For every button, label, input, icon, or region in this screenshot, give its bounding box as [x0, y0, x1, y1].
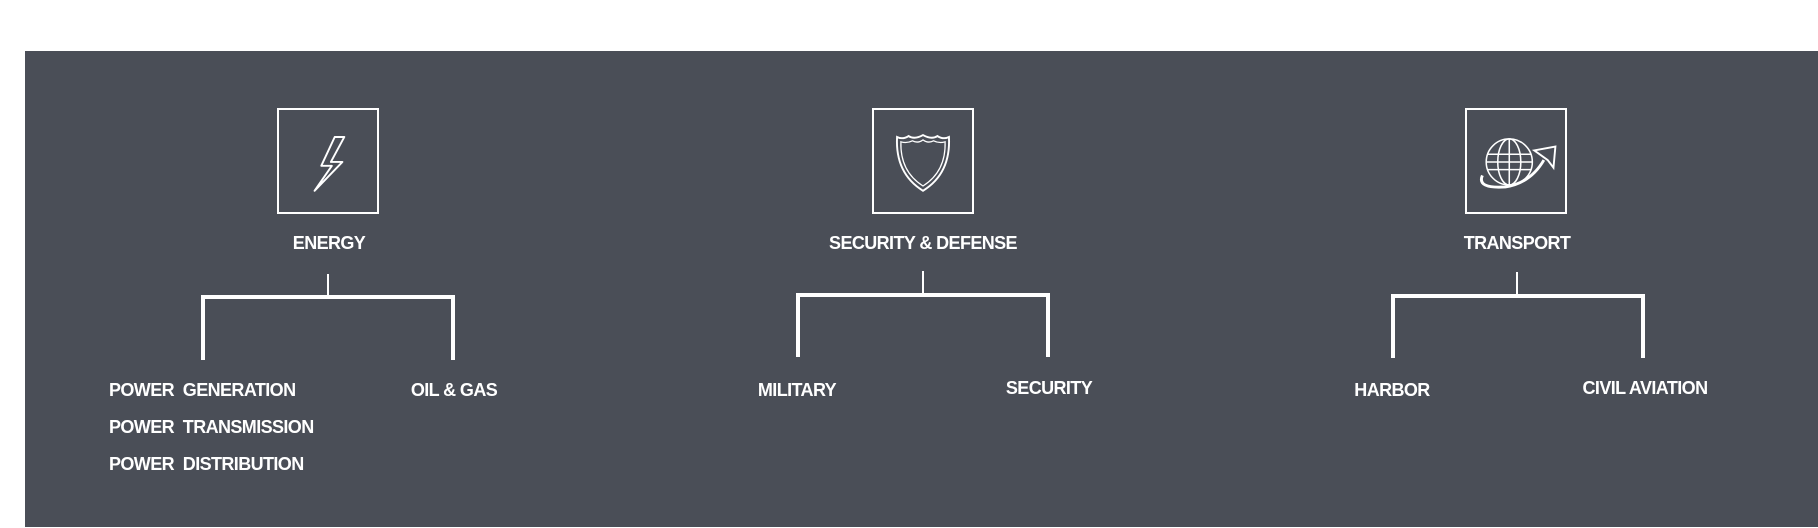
category-title-transport: TRANSPORT	[1463, 233, 1571, 253]
child-power-generation: POWER GENERATION	[109, 380, 296, 400]
connector-bar	[1391, 294, 1645, 298]
connector-stem	[327, 274, 329, 297]
shield-icon	[896, 133, 950, 192]
lightning-bolt-icon	[313, 136, 346, 192]
child-security: SECURITY	[1005, 378, 1093, 398]
child-oil-gas: OIL & GAS	[410, 380, 498, 400]
child-harbor: HARBOR	[1354, 380, 1430, 400]
globe-arrow-icon	[1480, 138, 1557, 189]
diagram-panel	[25, 51, 1818, 527]
connector-leg	[1046, 293, 1050, 357]
category-title-security-defense: SECURITY & DEFENSE	[829, 233, 1018, 253]
child-power-distribution: POWER DISTRIBUTION	[109, 454, 304, 474]
category-title-energy: ENERGY	[292, 233, 366, 253]
connector-bar	[201, 295, 455, 299]
connector-leg	[201, 295, 205, 360]
connector-stem	[922, 271, 924, 295]
child-power-transmission: POWER TRANSMISSION	[109, 417, 314, 437]
connector-stem	[1516, 272, 1518, 296]
connector-leg	[1641, 294, 1645, 358]
security-icon-box	[872, 108, 974, 214]
energy-icon-box	[277, 108, 379, 214]
child-civil-aviation: CIVIL AVIATION	[1582, 378, 1709, 398]
child-military: MILITARY	[757, 380, 837, 400]
connector-leg	[1391, 294, 1395, 358]
connector-leg	[796, 293, 800, 357]
connector-bar	[796, 293, 1050, 297]
connector-leg	[451, 295, 455, 360]
transport-icon-box	[1465, 108, 1567, 214]
